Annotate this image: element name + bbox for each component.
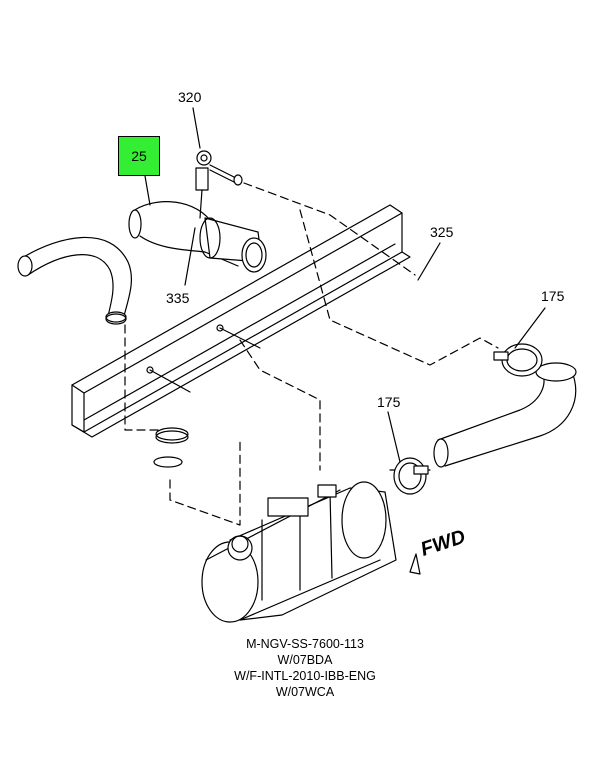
callout-325[interactable]: 325 <box>430 224 454 240</box>
caption-line-4: W/07WCA <box>275 685 335 699</box>
caption-line-1: M-NGV-SS-7600-113 <box>246 637 364 651</box>
sensor-320 <box>195 150 243 219</box>
callout-320[interactable]: 320 <box>178 89 202 105</box>
rail-bolts <box>146 324 261 393</box>
fwd-arrow-icon <box>409 553 421 575</box>
left-hose <box>17 236 132 325</box>
clamp-175-right <box>493 343 543 377</box>
clamp-lower-left <box>153 427 189 468</box>
caption-line-2: W/07BDA <box>277 653 333 667</box>
callout-175-right[interactable]: 175 <box>541 288 565 304</box>
frame-rail <box>71 204 411 438</box>
right-pipe <box>433 362 577 468</box>
caption-line-3: W/F-INTL-2010-IBB-ENG <box>234 669 376 683</box>
aftertreatment-canister <box>201 481 397 623</box>
clamp-175-center <box>393 457 429 495</box>
callout-335[interactable]: 335 <box>166 290 190 306</box>
part-25-highlight[interactable]: 25 <box>118 136 160 176</box>
drawing-caption: M-NGV-SS-7600-113 W/07BDA W/F-INTL-2010-… <box>200 636 410 700</box>
callout-leaders <box>144 107 546 463</box>
callout-175-center[interactable]: 175 <box>377 394 401 410</box>
elbow-hose-25 <box>128 201 267 273</box>
